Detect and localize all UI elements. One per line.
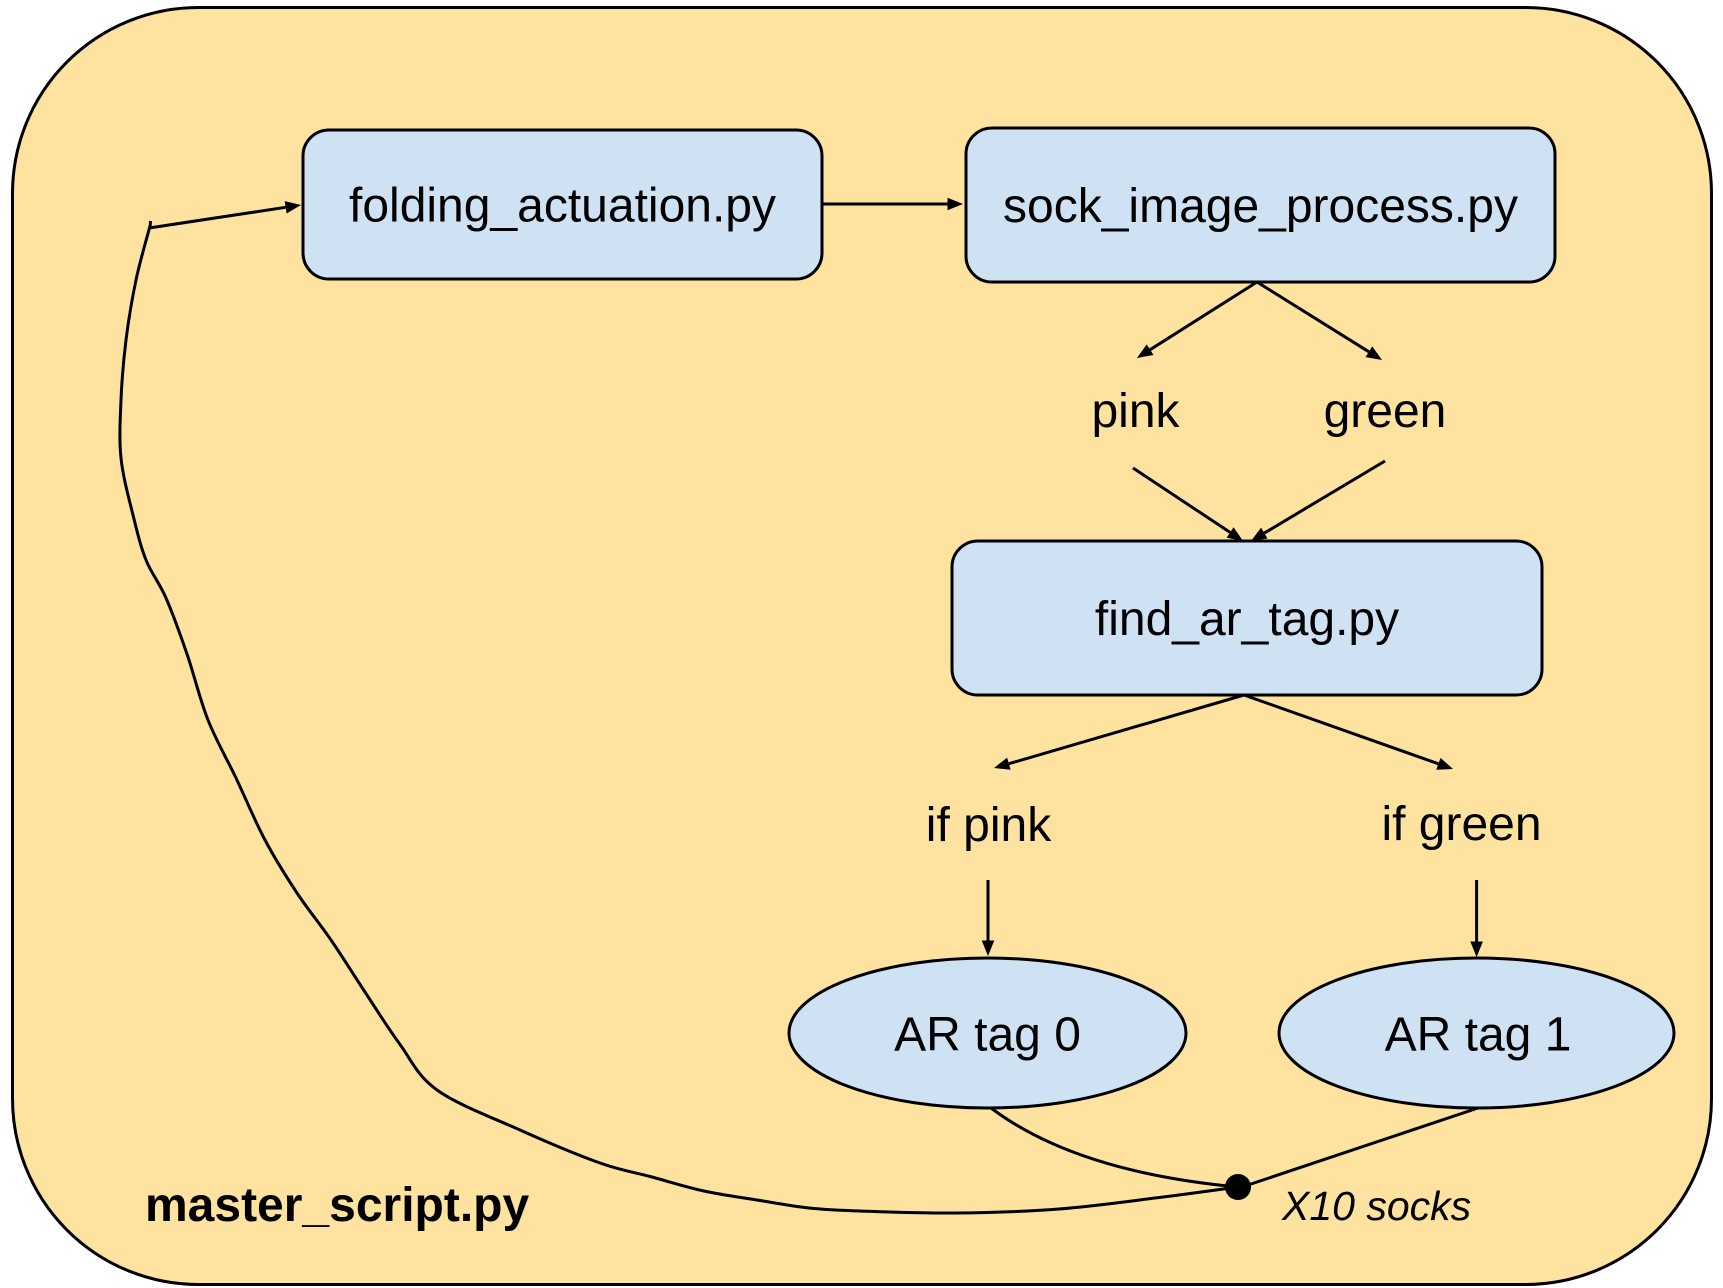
svg-text:find_ar_tag.py: find_ar_tag.py: [1095, 593, 1399, 646]
svg-text:green: green: [1324, 385, 1447, 438]
svg-text:if green: if green: [1381, 798, 1541, 851]
svg-text:pink: pink: [1091, 385, 1180, 438]
svg-text:folding_actuation.py: folding_actuation.py: [349, 180, 776, 233]
svg-text:AR tag 1: AR tag 1: [1385, 1009, 1572, 1062]
svg-text:if pink: if pink: [926, 799, 1052, 852]
svg-text:sock_image_process.py: sock_image_process.py: [1003, 180, 1518, 233]
svg-text:master_script.py: master_script.py: [145, 1179, 529, 1232]
svg-text:AR tag 0: AR tag 0: [894, 1009, 1081, 1062]
svg-text:X10 socks: X10 socks: [1281, 1183, 1471, 1229]
